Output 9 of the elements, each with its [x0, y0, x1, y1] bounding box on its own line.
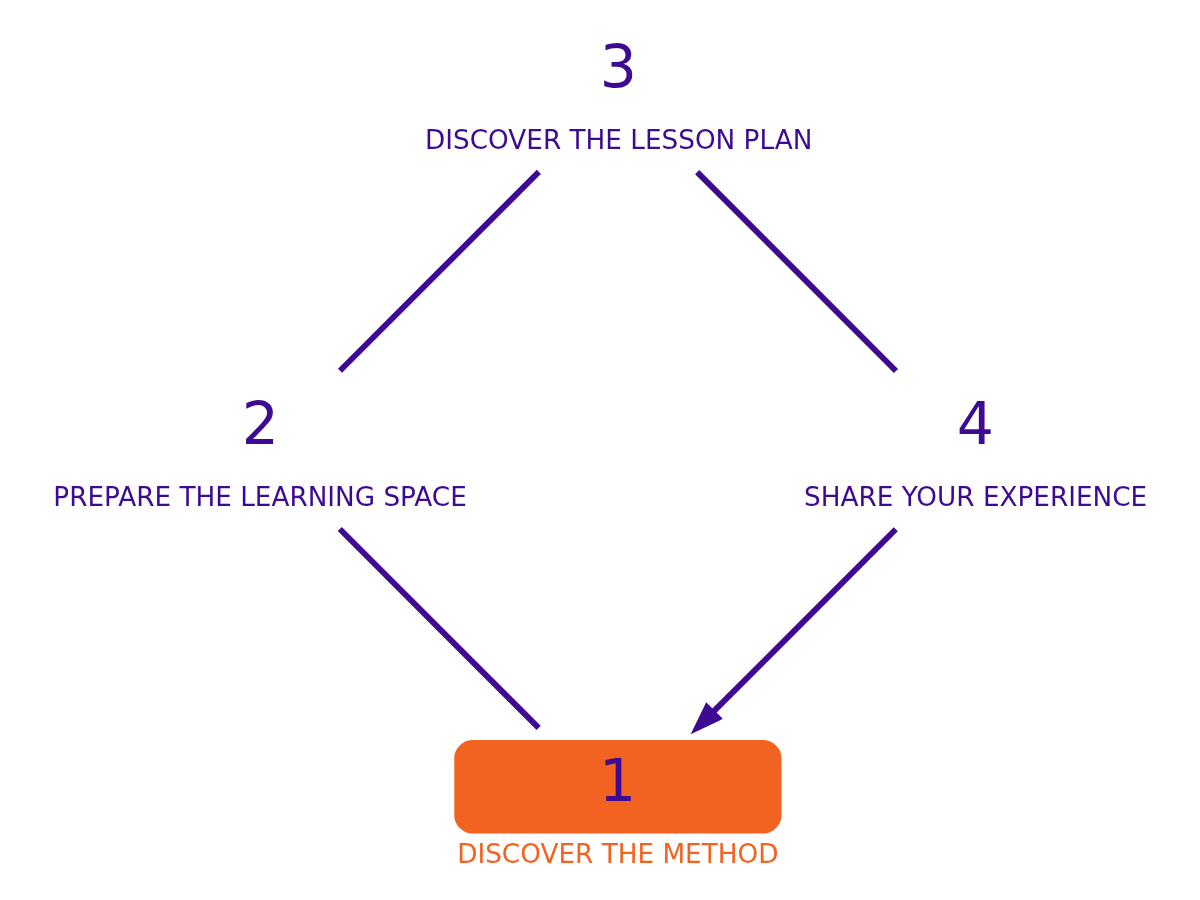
connector [337, 169, 541, 373]
connector [695, 170, 899, 374]
node-text: 3 DISCOVER THE LESSON PLAN [425, 33, 813, 155]
connector [337, 526, 541, 730]
node-box: 1 [454, 739, 782, 834]
arrow [690, 527, 898, 735]
node-text: 4 SHARE YOUR EXPERIENCE [804, 390, 1148, 513]
node-text: 2 PREPARE THE LEARNING SPACE [53, 390, 467, 513]
node-label: DISCOVER THE METHOD [457, 839, 779, 870]
